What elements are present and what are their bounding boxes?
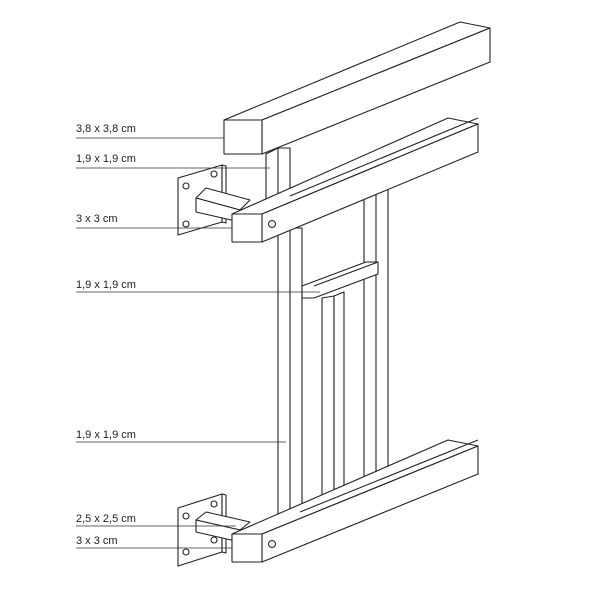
slat-2 [363, 187, 389, 483]
label-lower-bracket-arm: 2,5 x 2,5 cm [76, 513, 136, 525]
top-rail [223, 21, 491, 155]
label-bottom-rail: 3 x 3 cm [76, 535, 118, 547]
bottom-rail [231, 439, 479, 563]
label-long-post: 1,9 x 1,9 cm [76, 429, 136, 441]
label-crossbar: 1,9 x 1,9 cm [76, 279, 136, 291]
long-post [277, 227, 303, 519]
upper-short-post [265, 147, 291, 205]
middle-rail [231, 117, 479, 243]
crossbar [301, 261, 379, 299]
middle-rail-back-edge [289, 117, 479, 197]
slat-1 [321, 291, 345, 501]
label-upper-bracket-arm: 3 x 3 cm [76, 213, 118, 225]
lower-bracket-arm [195, 511, 251, 543]
label-upper-post: 1,9 x 1,9 cm [76, 153, 136, 165]
bottom-rail-back-edge [299, 439, 479, 513]
label-top-rail: 3,8 x 3,8 cm [76, 123, 136, 135]
